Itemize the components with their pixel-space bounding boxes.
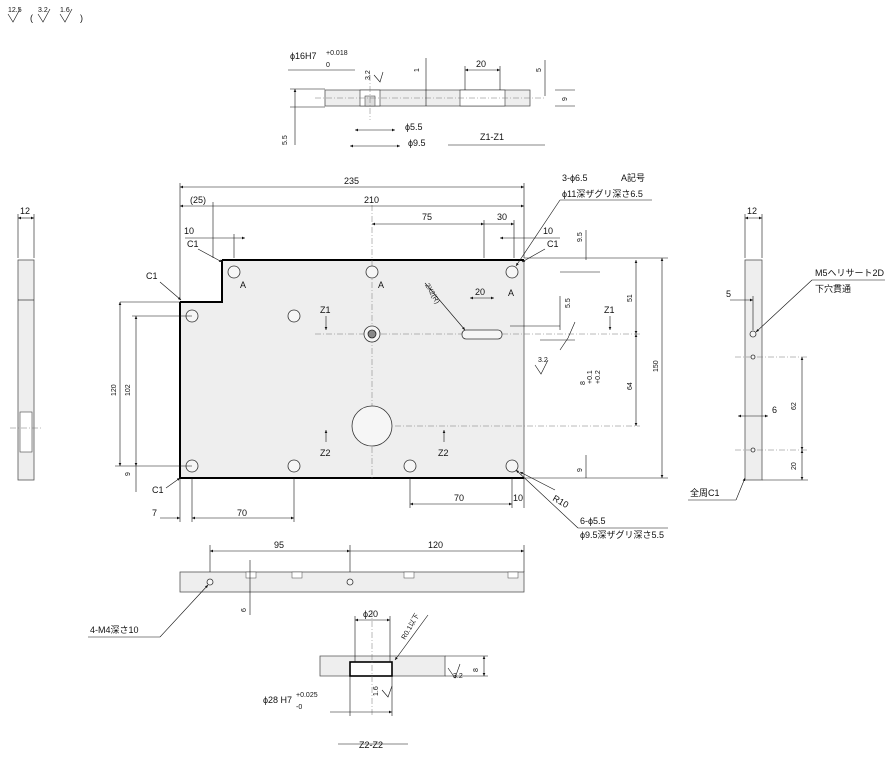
plan-dim-95: 9.5 <box>577 232 584 242</box>
finish-alt2: 1.6 <box>60 7 70 14</box>
plan-dim-75: 75 <box>422 212 432 222</box>
z2-bore: ϕ28 H7 <box>263 695 292 705</box>
plan-r10: R10 <box>551 493 570 510</box>
right-chamfer: 全周C1 <box>690 487 720 498</box>
plan-z1b: Z1 <box>604 305 615 315</box>
plan-dim-70a: 70 <box>237 508 247 518</box>
z1-tol-lower: 0 <box>326 62 330 69</box>
callout-top1: 3-ϕ6.5 <box>562 173 588 183</box>
finish-main: 12.5 <box>8 7 22 14</box>
paren-open: ( <box>30 13 33 23</box>
plan-dim-9a: 9 <box>125 472 132 476</box>
plan-dim-20: 20 <box>475 287 485 297</box>
plan-dim-9b: 9 <box>577 468 584 472</box>
plan-c1b: C1 <box>547 239 559 249</box>
plan-dim-102: 102 <box>125 384 132 396</box>
plan-z1a: Z1 <box>320 305 331 315</box>
left-dim-12: 12 <box>20 206 30 216</box>
finish-alt1: 3.2 <box>38 7 48 14</box>
right-dim-20: 20 <box>791 462 798 470</box>
plan-c1c: C1 <box>146 271 158 281</box>
bottom-dim-6: 6 <box>241 608 248 612</box>
z1-finish: 3.2 <box>365 70 372 80</box>
right-dim-12: 12 <box>747 206 757 216</box>
z2-finish-b: 1.6 <box>373 686 380 696</box>
paren-close: ) <box>80 13 83 23</box>
plan-dim-235: 235 <box>344 176 359 186</box>
surface-finish-legend: 12.5 ( 3.2 1.6 ) <box>7 7 83 23</box>
z2-tol-upper: +0.025 <box>296 692 318 699</box>
z1-dim-55: 5.5 <box>282 135 289 145</box>
right-side-view: 12 5 6 62 20 M5ヘリサート2D 下穴貫通 全周C1 <box>688 206 885 501</box>
section-z2: ϕ20 R0.1以下 3.2 8 1.6 ϕ28 H7 +0.025 -0 Z2… <box>263 609 488 750</box>
z2-dim-8: 8 <box>473 668 480 672</box>
plan-dim-7: 7 <box>152 508 157 518</box>
callout-top2: ϕ11深ザグリ深さ6.5 <box>562 188 643 199</box>
callout-bot1: 6-ϕ5.5 <box>580 516 606 526</box>
plan-dim-10b: 10 <box>543 226 553 236</box>
right-dim-62: 62 <box>791 402 798 410</box>
plan-mark-a3: A <box>508 288 514 298</box>
bottom-callout: 4-M4深さ10 <box>90 625 139 635</box>
plan-dim-210: 210 <box>364 195 379 205</box>
right-dim-6: 6 <box>772 405 777 415</box>
bottom-dim-95: 95 <box>274 540 284 550</box>
plan-tol-p02: +0.2 <box>595 370 602 384</box>
plan-dim-70b: 70 <box>454 493 464 503</box>
z1-dim-1: 1 <box>414 68 421 72</box>
plan-dim-150: 150 <box>653 360 660 372</box>
main-plan-view: 235 (25) 210 75 30 10 C1 10 C1 C1 3-ϕ6.5… <box>111 172 668 540</box>
z2-finish-a: 3.2 <box>453 673 463 680</box>
z1-dim-5: 5 <box>536 68 543 72</box>
z2-note: R0.1以下 <box>400 612 421 641</box>
section-z1: ϕ16H7 +0.018 0 3.2 1 20 5 9 5.5 ϕ5.5 ϕ9.… <box>282 50 575 148</box>
callout-a: A記号 <box>621 172 645 183</box>
z1-label: Z1-Z1 <box>480 132 504 142</box>
z1-dim-9: 9 <box>562 97 569 101</box>
plan-dim-25: (25) <box>190 195 206 205</box>
right-callout2: 下穴貫通 <box>815 283 851 294</box>
plan-dim-8: 8 <box>580 381 587 385</box>
z2-label: Z2-Z2 <box>359 740 383 750</box>
plan-dim-51: 51 <box>627 294 634 302</box>
plan-c1a: C1 <box>187 239 199 249</box>
plan-z2b: Z2 <box>438 448 449 458</box>
left-side-view: 12 <box>10 206 42 481</box>
plan-dim-64: 64 <box>627 382 634 390</box>
callout-bot2: ϕ9.5深ザグリ深さ5.5 <box>580 529 664 540</box>
plan-finish: 3.2 <box>538 357 548 364</box>
right-callout1: M5ヘリサート2D <box>815 268 885 278</box>
plan-mark-a1: A <box>240 280 246 290</box>
bottom-view: 95 120 6 4-M4深さ10 <box>88 540 525 638</box>
z1-tol-upper: +0.018 <box>326 50 348 57</box>
z1-dim-phi95: ϕ9.5 <box>408 138 426 148</box>
plan-dim-55: 5.5 <box>565 298 572 308</box>
plan-mark-a2: A <box>378 280 384 290</box>
bottom-dim-120: 120 <box>428 540 443 550</box>
z2-dim-phi20: ϕ20 <box>363 609 378 619</box>
z1-bore: ϕ16H7 <box>290 51 317 61</box>
z1-dim-20: 20 <box>476 59 486 69</box>
plan-z2a: Z2 <box>320 448 331 458</box>
plan-tol-p01: +0.1 <box>587 370 594 384</box>
plan-dim-120: 120 <box>111 384 118 396</box>
plan-c1d: C1 <box>152 485 164 495</box>
right-dim-5: 5 <box>726 289 731 299</box>
plan-dim-30: 30 <box>497 212 507 222</box>
z2-tol-lower: -0 <box>296 704 302 711</box>
plan-dim-10c: 10 <box>513 493 523 503</box>
plan-dim-10a: 10 <box>184 226 194 236</box>
z1-dim-phi55: ϕ5.5 <box>405 122 423 132</box>
